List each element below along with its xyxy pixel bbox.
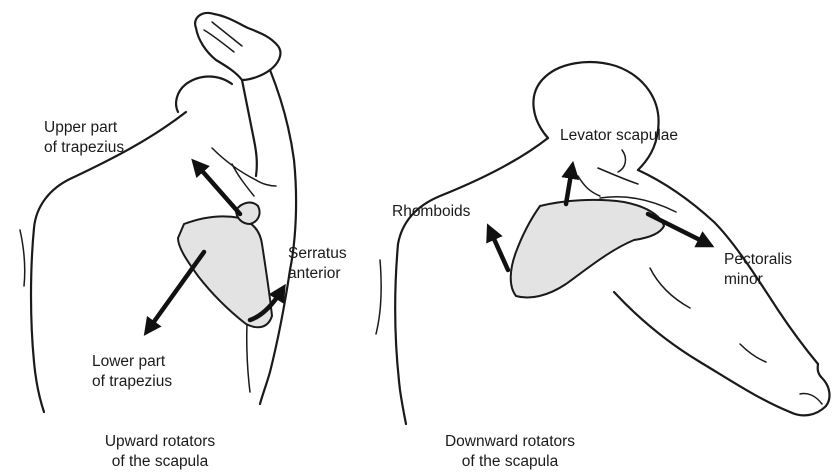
raised-hand — [195, 13, 280, 80]
upper-trapezius-label-line1: Upper part — [44, 119, 118, 136]
serratus-anterior-label-line1: Serratus — [288, 245, 347, 262]
right-head — [533, 62, 658, 170]
left-labels: Upper part of trapezius Serratus anterio… — [44, 119, 347, 470]
left-caption-line2: of the scapula — [112, 453, 209, 470]
right-hand — [790, 364, 829, 415]
upper-trapezius-arrow — [196, 164, 240, 214]
serratus-anterior-label-line2: anterior — [288, 265, 341, 282]
head — [176, 77, 232, 113]
upper-trapezius-label-line2: of trapezius — [44, 139, 124, 156]
lower-trapezius-arrow — [148, 252, 204, 330]
pectoralis-minor-label-line2: minor — [724, 271, 763, 288]
right-caption-line1: Downward rotators — [445, 433, 575, 450]
right-figure — [376, 62, 829, 424]
rhomboids-arrow — [490, 230, 508, 270]
lower-trapezius-label-line1: Lower part — [92, 353, 166, 370]
raised-arm — [260, 70, 296, 404]
right-labels: Levator scapulae Rhomboids Pectoralis mi… — [392, 127, 792, 470]
pectoralis-minor-label-line1: Pectoralis — [724, 251, 792, 268]
rhomboids-label: Rhomboids — [392, 203, 471, 220]
levator-scapulae-label: Levator scapulae — [560, 127, 678, 144]
right-scapula — [511, 200, 664, 298]
lower-trapezius-label-line2: of trapezius — [92, 373, 172, 390]
levator-scapulae-arrow — [566, 168, 572, 204]
right-caption-line2: of the scapula — [462, 453, 559, 470]
left-caption-line1: Upward rotators — [105, 433, 216, 450]
